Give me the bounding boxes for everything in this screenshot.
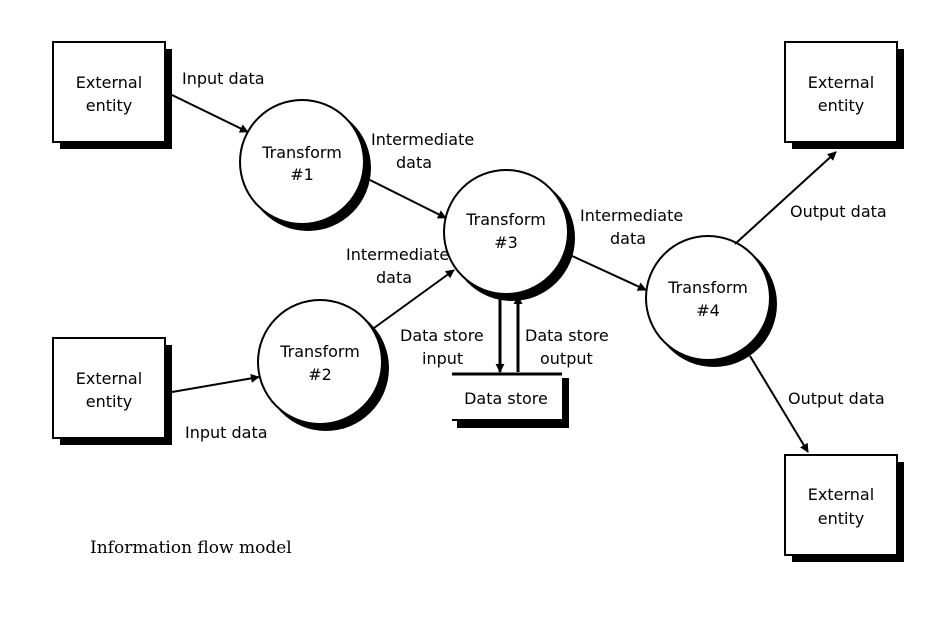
transform-4: Transform #4: [645, 235, 777, 367]
external-entity-4: External entity: [784, 454, 904, 562]
external-entity-1-line2: entity: [86, 96, 132, 115]
flow-label-input-1: Input data: [182, 69, 265, 88]
flow-label-output-2: Output data: [788, 389, 885, 408]
flow-label-intermediate-2-line1: Intermediate: [346, 245, 449, 264]
transform-1-line2: #1: [290, 165, 314, 184]
external-entity-4-line1: External: [808, 485, 874, 504]
flow-arrow-output-2: [749, 355, 809, 453]
transform-2-line2: #2: [308, 365, 332, 384]
flow-label-input-2: Input data: [185, 423, 268, 442]
transform-4-line1: Transform: [667, 278, 748, 297]
flow-label-store-input-line1: Data store: [400, 326, 484, 345]
flow-arrow-intermediate-2: [373, 269, 455, 329]
flow-arrow-intermediate-3: [569, 254, 647, 291]
flow-label-store-input-line2: input: [422, 349, 463, 368]
external-entity-4-line2: entity: [818, 509, 864, 528]
diagram-caption: Information flow model: [90, 538, 292, 558]
transform-3-line2: #3: [494, 233, 518, 252]
external-entity-2: External entity: [52, 337, 172, 445]
flow-label-intermediate-3-line2: data: [610, 229, 646, 248]
flow-label-intermediate-1-line2: data: [396, 153, 432, 172]
flow-arrow-input-2: [171, 373, 260, 393]
data-store: Data store: [452, 372, 569, 428]
external-entity-2-line1: External: [76, 369, 142, 388]
external-entity-2-line2: entity: [86, 392, 132, 411]
flow-label-intermediate-1-line1: Intermediate: [371, 130, 474, 149]
flow-label-output-1: Output data: [790, 202, 887, 221]
transform-2-line1: Transform: [279, 342, 360, 361]
flow-label-intermediate-3-line1: Intermediate: [580, 206, 683, 225]
transform-4-line2: #4: [696, 301, 720, 320]
flow-label-store-output-line1: Data store: [525, 326, 609, 345]
external-entity-3-line2: entity: [818, 96, 864, 115]
flow-arrow-intermediate-1: [369, 179, 447, 219]
transform-3: Transform #3: [443, 169, 575, 301]
flow-label-store-output-line2: output: [540, 349, 593, 368]
flow-arrow-input-1: [171, 94, 249, 133]
external-entity-3: External entity: [784, 41, 904, 149]
external-entity-3-line1: External: [808, 73, 874, 92]
transform-1: Transform #1: [239, 99, 371, 231]
external-entity-1: External entity: [52, 41, 172, 149]
data-store-label: Data store: [464, 389, 548, 408]
flow-arrow-output-1: [734, 151, 837, 245]
flow-label-intermediate-2-line2: data: [376, 268, 412, 287]
external-entity-1-line1: External: [76, 73, 142, 92]
transform-1-line1: Transform: [261, 143, 342, 162]
transform-2: Transform #2: [257, 299, 389, 431]
transform-3-line1: Transform: [465, 210, 546, 229]
